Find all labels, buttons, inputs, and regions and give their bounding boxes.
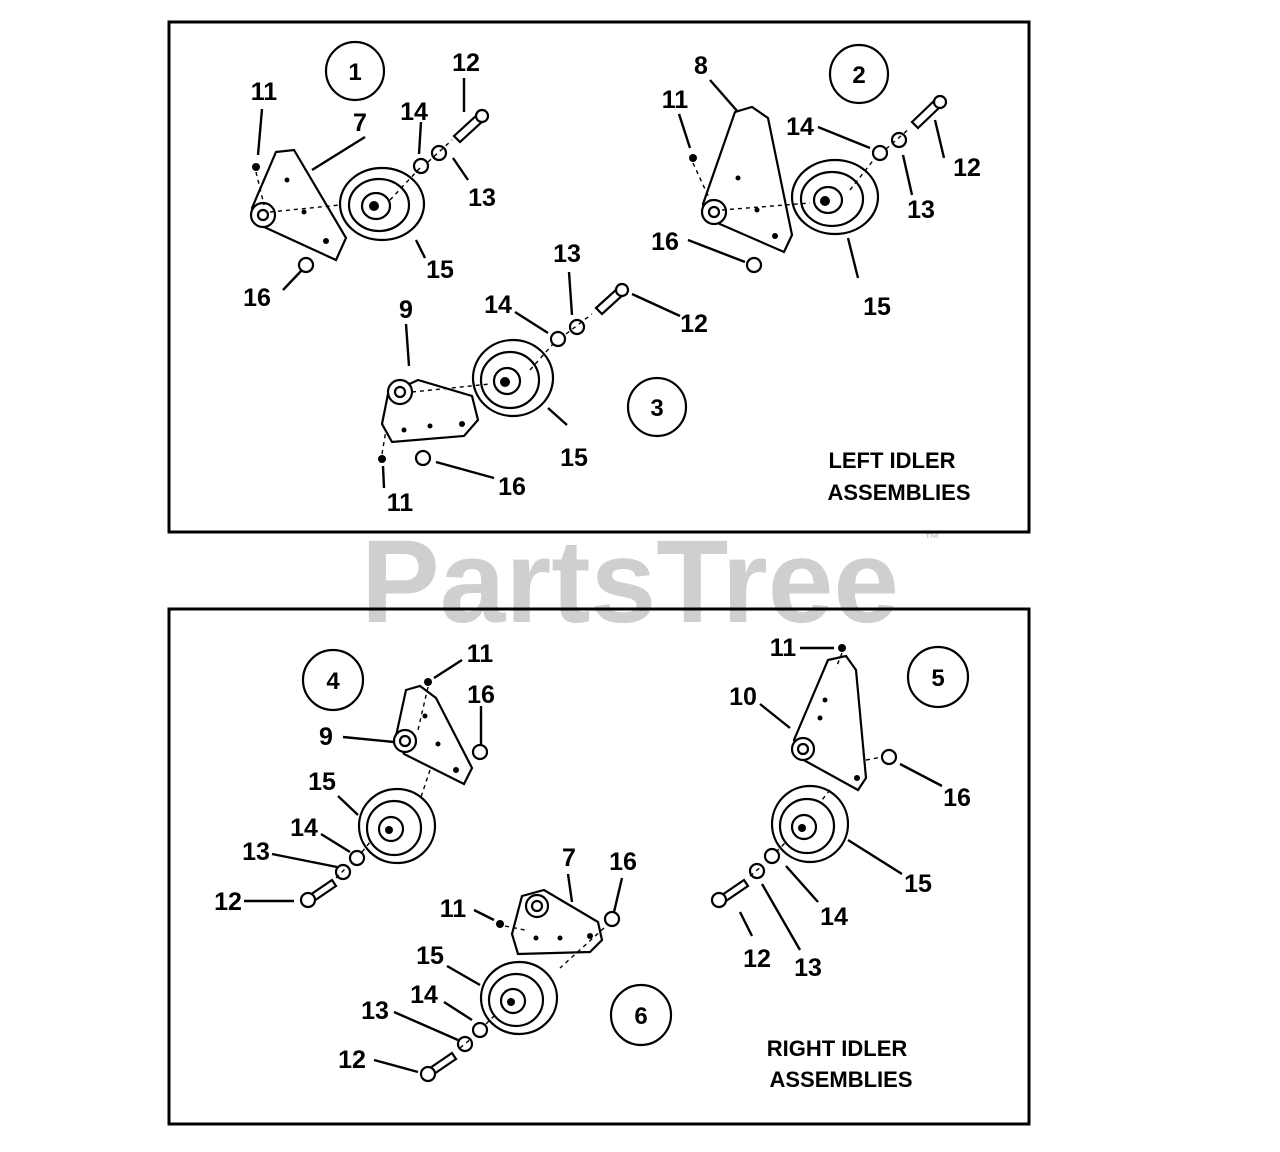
- assembly-3-badge: 3: [626, 376, 688, 438]
- svg-text:16: 16: [243, 284, 271, 312]
- right-idler-title-line1: RIGHT IDLER: [767, 1036, 908, 1061]
- svg-text:15: 15: [560, 444, 588, 472]
- svg-text:7: 7: [562, 844, 576, 872]
- svg-text:12: 12: [338, 1046, 366, 1074]
- svg-text:11: 11: [440, 895, 467, 923]
- svg-text:11: 11: [770, 634, 797, 662]
- assembly-2-parts: [689, 94, 948, 274]
- svg-text:15: 15: [308, 768, 336, 796]
- svg-text:11: 11: [662, 86, 689, 114]
- svg-text:16: 16: [651, 228, 679, 256]
- svg-text:9: 9: [319, 723, 333, 751]
- svg-text:16: 16: [467, 681, 495, 709]
- svg-text:1: 1: [348, 59, 361, 86]
- svg-text:13: 13: [361, 997, 389, 1025]
- svg-text:14: 14: [410, 981, 438, 1009]
- svg-text:7: 7: [353, 109, 367, 137]
- assembly-2-badge: 2: [828, 43, 890, 105]
- assembly-6-badge: 6: [609, 983, 673, 1047]
- svg-text:15: 15: [904, 870, 932, 898]
- assembly-5-callouts: 11 10 16 15 14 12 13: [729, 634, 971, 982]
- svg-text:5: 5: [931, 665, 944, 692]
- right-idler-title-line2: ASSEMBLIES: [769, 1067, 912, 1092]
- assembly-4-parts: [299, 678, 489, 909]
- svg-text:12: 12: [680, 310, 708, 338]
- svg-text:14: 14: [290, 814, 318, 842]
- svg-text:4: 4: [326, 668, 340, 695]
- svg-text:14: 14: [820, 903, 848, 931]
- svg-text:9: 9: [399, 296, 413, 324]
- svg-text:13: 13: [468, 184, 496, 212]
- svg-text:15: 15: [426, 256, 454, 284]
- assembly-5-badge: 5: [906, 645, 970, 709]
- left-idler-panel: [167, 20, 1031, 534]
- svg-text:10: 10: [729, 683, 757, 711]
- svg-text:6: 6: [634, 1003, 647, 1030]
- svg-text:14: 14: [400, 98, 428, 126]
- svg-text:15: 15: [416, 942, 444, 970]
- assembly-6-callouts: 7 16 11 15 14 13 12: [338, 844, 637, 1074]
- svg-text:11: 11: [387, 489, 414, 517]
- svg-text:8: 8: [694, 52, 708, 80]
- right-idler-panel: [167, 607, 1031, 1126]
- assembly-2-callouts: 8 11 14 12 13 16 15: [651, 52, 981, 321]
- assembly-1-callouts: 11 7 12 14 13 15 16: [243, 49, 496, 312]
- assembly-6-parts: [419, 888, 621, 1083]
- svg-text:12: 12: [743, 945, 771, 973]
- svg-text:12: 12: [214, 888, 242, 916]
- svg-text:16: 16: [498, 473, 526, 501]
- assembly-3-parts: [378, 282, 630, 467]
- assembly-1-badge: 1: [324, 40, 386, 102]
- assembly-1-parts: [249, 108, 490, 274]
- svg-text:14: 14: [786, 113, 814, 141]
- svg-text:3: 3: [650, 395, 663, 422]
- left-idler-title-line2: ASSEMBLIES: [827, 480, 970, 505]
- svg-text:11: 11: [251, 78, 278, 106]
- svg-text:15: 15: [863, 293, 891, 321]
- assembly-4-callouts: 11 16 9 15 14 13 12: [214, 640, 495, 916]
- assembly-4-badge: 4: [301, 648, 365, 712]
- svg-text:13: 13: [794, 954, 822, 982]
- svg-text:11: 11: [467, 640, 494, 668]
- assembly-5-parts: [710, 644, 898, 909]
- watermark-trademark: ™: [924, 531, 940, 548]
- svg-text:13: 13: [242, 838, 270, 866]
- svg-text:13: 13: [907, 196, 935, 224]
- svg-text:12: 12: [452, 49, 480, 77]
- svg-text:13: 13: [553, 240, 581, 268]
- svg-text:16: 16: [943, 784, 971, 812]
- assembly-3-callouts: 9 14 13 12 15 11 16: [387, 240, 708, 517]
- svg-text:14: 14: [484, 291, 512, 319]
- svg-text:16: 16: [609, 848, 637, 876]
- svg-text:12: 12: [953, 154, 981, 182]
- watermark-text: PartsTree: [361, 516, 899, 648]
- svg-text:2: 2: [852, 62, 865, 89]
- left-idler-title-line1: LEFT IDLER: [828, 448, 955, 473]
